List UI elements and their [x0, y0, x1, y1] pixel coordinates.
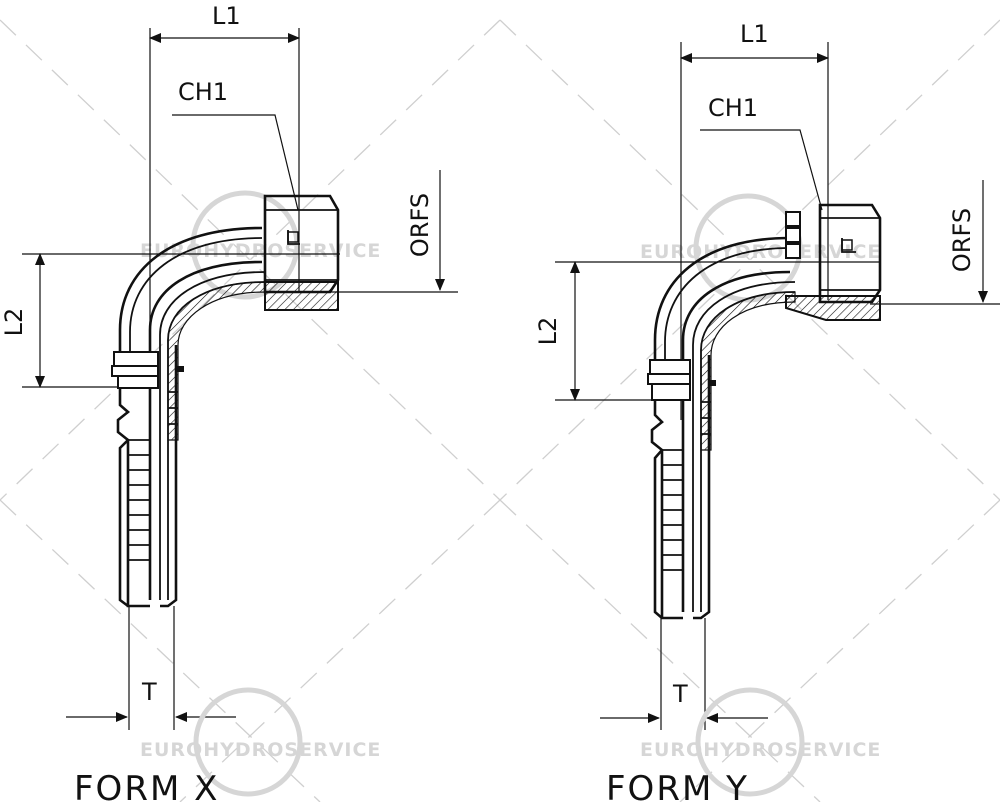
watermark-text: EUROHYDROSERVICE — [140, 240, 381, 262]
dim-label-ch1: CH1 — [708, 94, 758, 122]
watermark-text: EUROHYDROSERVICE — [640, 739, 881, 761]
background-guides — [0, 19, 1000, 802]
dim-label-orfs: ORFS — [948, 208, 976, 272]
form-title: FORM X — [74, 769, 219, 802]
dim-label-ch1: CH1 — [178, 78, 228, 106]
leader-ch1 — [172, 114, 299, 211]
dim-label-t: T — [672, 680, 688, 708]
dim-label-l1: L1 — [740, 20, 769, 48]
watermark-bottom-left: EUROHYDROSERVICE — [140, 687, 381, 797]
form-title: FORM Y — [606, 769, 749, 802]
watermark-bottom-right: EUROHYDROSERVICE — [640, 687, 881, 797]
dim-label-orfs: ORFS — [406, 193, 434, 257]
dim-label-l2: L2 — [0, 308, 28, 337]
form-y-drawing: EUROHYDROSERVICE L1 CH1 L2 ORFS — [534, 20, 1000, 802]
form-x-drawing: EUROHYDROSERVICE L1 CH1 L2 ORFS — [0, 2, 458, 802]
fitting-form-x — [111, 194, 340, 608]
fitting-form-y — [647, 203, 882, 620]
watermark-text: EUROHYDROSERVICE — [140, 739, 381, 761]
dim-label-t: T — [141, 678, 157, 706]
watermark-top-left: EUROHYDROSERVICE — [140, 190, 381, 300]
dim-label-l2: L2 — [534, 317, 562, 346]
dim-label-l1: L1 — [212, 2, 241, 30]
leader-ch1 — [700, 129, 823, 211]
